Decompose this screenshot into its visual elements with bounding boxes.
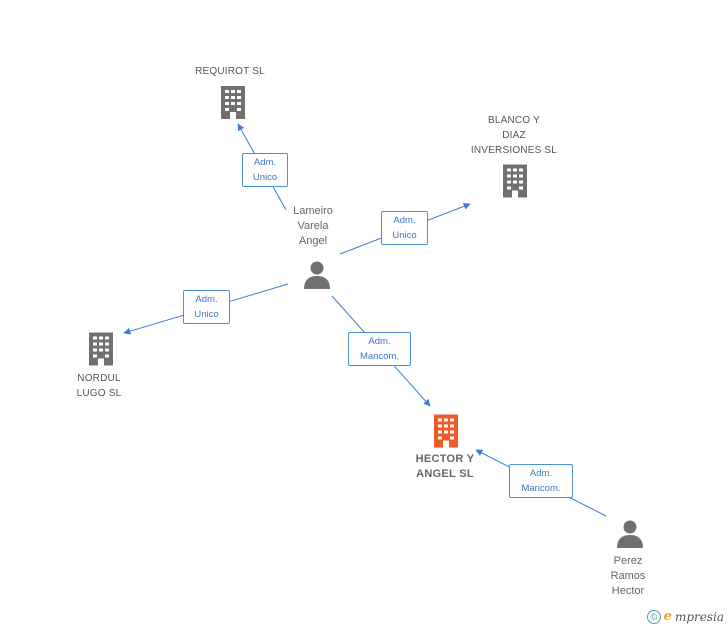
node-label-lameiro[interactable]: Lameiro Varela Angel <box>293 205 333 247</box>
node-label-hector-angel[interactable]: HECTOR Y ANGEL SL <box>415 453 475 480</box>
building-icon[interactable] <box>86 332 116 366</box>
person-icon[interactable] <box>302 260 332 290</box>
edge-label-adm-mancom[interactable]: Adm. Mancom. <box>509 464 573 498</box>
edge-label-adm-unico[interactable]: Adm. Unico <box>381 211 428 245</box>
copyright-icon: © <box>646 609 661 624</box>
building-icon[interactable] <box>500 164 530 198</box>
node-label-perez[interactable]: Perez Ramos Hector <box>610 555 646 597</box>
building-icon[interactable] <box>218 86 248 119</box>
person-icon[interactable] <box>615 519 645 549</box>
edge-label-adm-mancom[interactable]: Adm. Mancom. <box>348 332 411 366</box>
edge-label-adm-unico[interactable]: Adm. Unico <box>183 290 230 324</box>
brand-initial: e <box>663 609 672 624</box>
node-label-requirot[interactable]: REQUIROT SL <box>195 66 265 77</box>
node-label-blanco[interactable]: BLANCO Y DIAZ INVERSIONES SL <box>470 115 558 156</box>
building-icon-focus[interactable] <box>431 414 461 448</box>
edge-label-adm-unico[interactable]: Adm. Unico <box>242 153 288 187</box>
node-label-nordul[interactable]: NORDUL LUGO SL <box>76 373 122 399</box>
brand-name: mpresia <box>674 609 724 624</box>
